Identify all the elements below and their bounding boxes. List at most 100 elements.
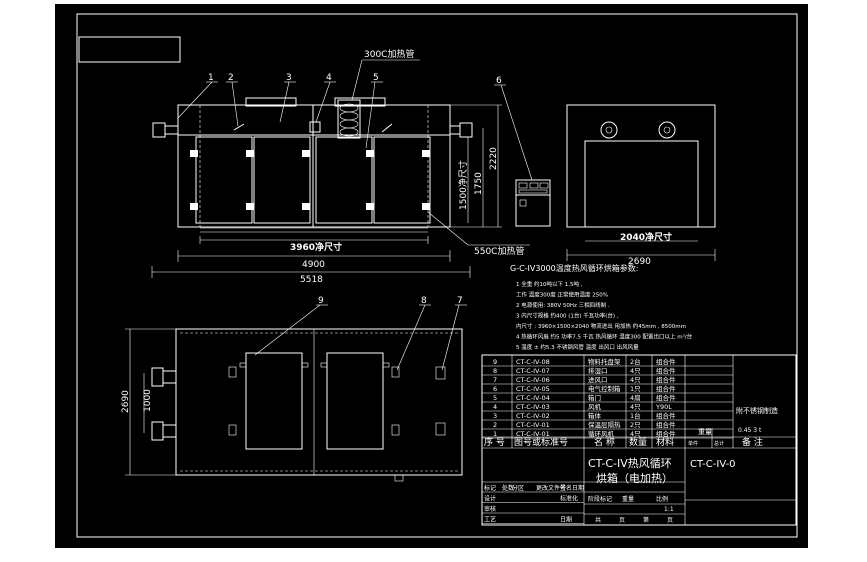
callout-6: 6: [496, 76, 502, 86]
title-block-cell: 签名: [560, 484, 572, 492]
bom-qty: 4扇: [630, 393, 641, 402]
bom-no: 6: [493, 385, 497, 393]
bom-header-cell: 总计: [714, 440, 724, 447]
dim-inner-width: 3960净尺寸: [290, 241, 342, 253]
model-space-background: [55, 4, 808, 548]
title-block-sheet-cell: 第: [643, 516, 649, 524]
dim-inner-height: 1500净尺寸: [457, 160, 469, 210]
bom-note-right: 附不锈钢制造: [736, 406, 778, 415]
drawing-name-2: 烘箱（电加热）: [596, 471, 673, 485]
sheet-border: [76, 13, 798, 538]
bom-code: CT-C-IV-08: [516, 358, 550, 366]
dim-1750: 1750: [474, 172, 484, 195]
bom-mat: Y90L: [655, 403, 672, 411]
plan-view: [125, 328, 463, 482]
bom-qty: 4只: [630, 430, 641, 438]
bom-code: CT-C-IV-05: [516, 385, 550, 393]
door-latches: [190, 150, 430, 210]
dim-side-width: 2690: [628, 257, 651, 267]
bom-qty: 1只: [630, 385, 641, 393]
bom-no: 4: [493, 403, 497, 411]
title-block-sheet-cell: 共: [595, 516, 601, 524]
bom-name: 循环风机: [588, 429, 615, 438]
spec-item: 内尺寸 : 3960×1500×2040 物流进出 用加热 约45mm , 85…: [516, 322, 686, 330]
bom-header-cell: 备 注: [742, 436, 763, 448]
label-heater-550: 550C加热管: [474, 245, 524, 257]
spec-item: 工作 温度300度 正常使用温度 250%: [516, 291, 608, 299]
title-block-stage-label: 比例: [656, 495, 668, 503]
callout-5: 5: [373, 73, 379, 83]
bom-header-cell: 材料: [656, 436, 674, 448]
bom-weight-head: 重量: [698, 428, 712, 436]
title-block-stage: 阶段标记 重量 比例: [588, 495, 668, 503]
drawing-number: CT-C-IV-0: [690, 459, 736, 470]
spec-item: 1 全重 约10吨以下 1.5吨 ,: [516, 280, 583, 288]
bom-no: 1: [493, 430, 497, 438]
bom-mat: 组合件: [656, 375, 676, 384]
bom-code: CT-C-IV-03: [516, 403, 550, 411]
bom-no: 2: [493, 421, 497, 429]
bom-mat: 组合件: [656, 357, 676, 366]
spec-item: 2 电源使用: 380V 50Hz 三相四线制 .: [516, 301, 610, 309]
bom-code: CT-C-IV-01: [516, 421, 550, 429]
bom-qty: 2台: [630, 357, 641, 366]
front-dimensions: [151, 104, 502, 278]
bom-mat: 组合件: [656, 393, 676, 402]
title-block-grid-lines: [482, 491, 584, 524]
bom-no: 5: [493, 394, 497, 402]
bom-note-right2: 0.45 3 t: [738, 427, 762, 434]
bom-name: 箱体: [588, 411, 602, 420]
label-heater-300: 300C加热管: [364, 48, 414, 60]
bom-no: 9: [493, 358, 497, 366]
callout-4: 4: [326, 73, 332, 83]
bom-name: 电气控制箱: [588, 384, 621, 393]
dim-5518: 5518: [300, 275, 323, 285]
title-block-cell: 分区: [512, 484, 524, 492]
title-block-cell: 处数: [502, 484, 514, 492]
title-block-frame: [481, 354, 797, 526]
bom-no: 3: [493, 412, 497, 420]
bom-code: CT-C-IV-06: [516, 376, 550, 384]
spec-title: G-C-IV3000温度热风循环烘箱参数:: [510, 263, 638, 273]
bom-header-cell: 图号或标准号: [514, 436, 568, 448]
dim-side-inner: 2040净尺寸: [620, 231, 672, 243]
dim-4900: 4900: [302, 260, 325, 270]
title-block-stage-label: 重量: [622, 495, 634, 503]
title-block-scale: 1:1: [664, 506, 674, 513]
side-fans: [152, 121, 473, 138]
bom-name: 物料托盘架: [588, 357, 621, 366]
dim-plan-depth: 2690: [121, 390, 131, 413]
title-block-sheet-cell: 页: [619, 517, 625, 524]
dim-2220: 2220: [489, 147, 499, 170]
callout-8: 8: [421, 296, 427, 306]
title-block-sheet: 共页第页: [595, 516, 673, 524]
title-block-cell: 更改文件号: [536, 484, 566, 492]
spec-item: 5 温度 ± 约5.3 不锈钢风管 温度 出风口 出风风量: [516, 343, 639, 351]
bom-qty: 2只: [630, 421, 641, 429]
bom-code: CT-C-IV-02: [516, 412, 550, 420]
bom-row-lines: [482, 365, 733, 439]
corner-code-box: [78, 36, 181, 63]
bom-name: 进风口: [588, 376, 608, 384]
bom-no: 7: [493, 376, 497, 384]
bom-qty: 1台: [630, 411, 641, 420]
bom-name: 排湿口: [588, 366, 608, 375]
bom-header: 序 号图号或标准号名 称数量材料单件总计备 注: [484, 436, 763, 448]
bom-code: CT-C-IV-07: [516, 367, 550, 375]
title-block-stage-label: 阶段标记: [588, 495, 612, 503]
bom-name: 风机: [588, 402, 602, 411]
title-block-cell: 标记: [484, 484, 496, 492]
title-block-cell: 标准化: [560, 495, 578, 503]
title-block-cell: 日期: [560, 516, 572, 524]
bom-mat: 组合件: [656, 366, 676, 375]
heater-tube-bundle: [337, 99, 361, 139]
dim-plan-inner: 1000: [143, 389, 153, 412]
bom-name: 保温层隔热: [588, 420, 621, 429]
title-block-rows: 标记处数分区更改文件号签名日期设计标准化审核工艺日期: [484, 484, 584, 524]
title-block-cell: 日期: [572, 484, 584, 492]
bom-code: CT-C-IV-01: [516, 430, 550, 438]
